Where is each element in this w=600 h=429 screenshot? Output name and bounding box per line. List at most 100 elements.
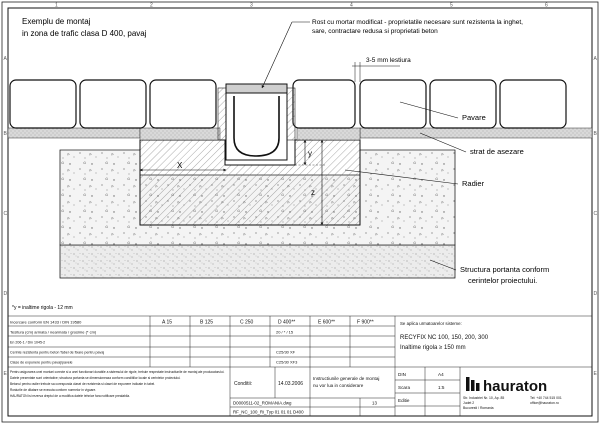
footnote: *y = inaltime rigola - 12 mm	[12, 305, 73, 311]
paver-block	[9, 79, 77, 129]
label-foundation: Radier	[344, 169, 485, 188]
drainage-channel	[225, 83, 288, 161]
row-label: Cerinte rezistenta pentru beton	[10, 351, 59, 355]
notes-line: Pentru asigurarea unei montari corecte s…	[10, 370, 225, 374]
bedding-layer-left	[7, 127, 141, 139]
row-label: En 206-1 / Din 1045-2	[10, 341, 45, 345]
bedding-layer-mid-right	[296, 127, 361, 141]
paving-blocks	[9, 79, 567, 129]
class-c250: C 250	[240, 320, 254, 326]
mortar-joint-right	[286, 87, 296, 141]
dimension-z: z	[295, 139, 326, 226]
d400-thickness: 20 / * / 15	[276, 330, 294, 335]
label-bedding: strat de asezare	[419, 132, 524, 156]
row-label: Incercare conform EN 1433 / DIN 19580	[10, 320, 82, 325]
label-base-structure: Structura portanta conform cerintelor pr…	[429, 259, 549, 285]
frame-letter: C	[594, 211, 598, 217]
notes-line: Datele prezentate sunt orientative; stru…	[10, 376, 181, 380]
doc-title-line2: nu vor lua in considerare	[313, 383, 364, 388]
frame-number: 3	[250, 3, 253, 9]
class-e600: E 600**	[318, 320, 335, 326]
class-f900: F 900**	[357, 320, 374, 326]
label-paving: Pavare	[399, 101, 486, 122]
edition-label: Editie	[398, 398, 410, 403]
frame-number: 5	[450, 3, 453, 9]
date-value: 14.03.2006	[278, 381, 303, 387]
doc-number: D0000511-02_ROMANIA.dwg	[233, 401, 292, 406]
inner-frame	[7, 7, 593, 417]
notes-line: Betonul pentru radier trebuie sa corespu…	[10, 382, 155, 386]
email: office@hauraton.ro	[530, 401, 559, 405]
frame-letter: A	[4, 56, 8, 62]
channel-grating	[225, 83, 288, 94]
phone: Tel: +40 744 515 001	[530, 396, 562, 400]
row-label: Tabel de fixare pentru pavaj	[60, 351, 104, 355]
drawing-ref: RF_NC_100_Ri_Typ 01 01 01 D400	[233, 410, 304, 415]
svg-text:Radier: Radier	[462, 179, 485, 188]
bedding-layer-right	[359, 127, 593, 139]
row-label: Clase de expunere pentru pavaj/pavele	[10, 361, 73, 365]
notes-line: Rosturile de dilatare se executa conform…	[10, 388, 96, 392]
title-block	[8, 315, 592, 416]
dim-x-label: X	[177, 161, 183, 170]
paver-block	[499, 79, 567, 129]
frame-letter: E	[594, 371, 598, 377]
callout-mortar-line1: Rost cu mortar modificat - proprietatile…	[312, 19, 523, 26]
dim-y-label: y	[308, 149, 312, 158]
frame-letter: C	[4, 211, 8, 217]
frame-grid-labels: 1 2 3 4 5 6 A B C D E A B C D E	[4, 3, 598, 378]
product-heading: Se aplica urmatoarelor sisteme:	[400, 321, 462, 326]
base-structure	[59, 244, 456, 279]
dimension-y: y	[295, 139, 312, 166]
sheet-number: 13	[372, 401, 377, 406]
address-line: Str. Industriei Nr. 10, Ap. 85	[463, 396, 504, 400]
notes-line: HAURATON isi rezerva dreptul de a modifi…	[10, 394, 130, 398]
paver-block	[292, 79, 356, 129]
class-a15: A 15	[162, 320, 172, 326]
format-value: A4	[438, 372, 444, 377]
class-d400: D 400**	[278, 320, 295, 326]
frame-letter: B	[594, 131, 598, 137]
callout-mortar-line2: sare, contractare redusa si proprietati …	[312, 28, 438, 35]
svg-text:strat de asezare: strat de asezare	[470, 147, 524, 156]
svg-text:Pavare: Pavare	[462, 113, 486, 122]
product-line2: Inaltime rigola ≥ 150 mm	[400, 345, 466, 351]
paver-block	[429, 79, 497, 129]
dimension-x: X	[139, 161, 227, 172]
svg-text:cerintelor proiectului.: cerintelor proiectului.	[468, 276, 537, 285]
frame-number: 1	[55, 3, 58, 9]
title-block-text: Incercare conform EN 1433 / DIN 19580 Te…	[10, 320, 562, 415]
frame-letter: E	[4, 371, 8, 377]
frame-letter: A	[594, 56, 598, 62]
gap-dimension: 3-5 mm lestiura	[352, 57, 411, 82]
frame-letter: D	[4, 291, 8, 297]
frame-number: 2	[150, 3, 153, 9]
hauraton-logo: hauraton	[466, 377, 547, 395]
frame-number: 6	[545, 3, 548, 9]
svg-text:Structura portanta conform: Structura portanta conform	[460, 265, 549, 274]
frame-number: 4	[350, 3, 353, 9]
class-b125: B 125	[200, 320, 213, 326]
bedding-layer-mid-left	[139, 127, 221, 141]
drawing-title-line2: in zona de trafic clasa D 400, pavaj	[22, 29, 147, 38]
callout-mortar: Rost cu mortar modificat - proprietatile…	[261, 19, 523, 89]
d400-exposure: C25/30 XF3	[276, 360, 298, 365]
mortar-joint-left	[217, 87, 227, 141]
paver-block	[79, 79, 147, 129]
scale-label: Scara	[398, 385, 410, 390]
dim-z-label: z	[311, 188, 315, 197]
brand-name: hauraton	[483, 378, 547, 395]
condition-label: Conditii:	[234, 381, 252, 387]
product-line1: RECYFIX NC 100, 150, 200, 300	[400, 335, 489, 341]
paver-block	[149, 79, 217, 129]
frame-letter: B	[4, 131, 8, 137]
address-line: Judet 2	[463, 401, 474, 405]
doc-title-line1: Instructiunile generale de montaj	[313, 376, 379, 381]
paver-block	[359, 79, 427, 129]
row-label: Tesitura (cm) armata / nearmata / grosim…	[10, 330, 97, 335]
format-label: DIN	[398, 372, 406, 377]
drawing-title-line1: Exemplu de montaj	[22, 17, 91, 26]
